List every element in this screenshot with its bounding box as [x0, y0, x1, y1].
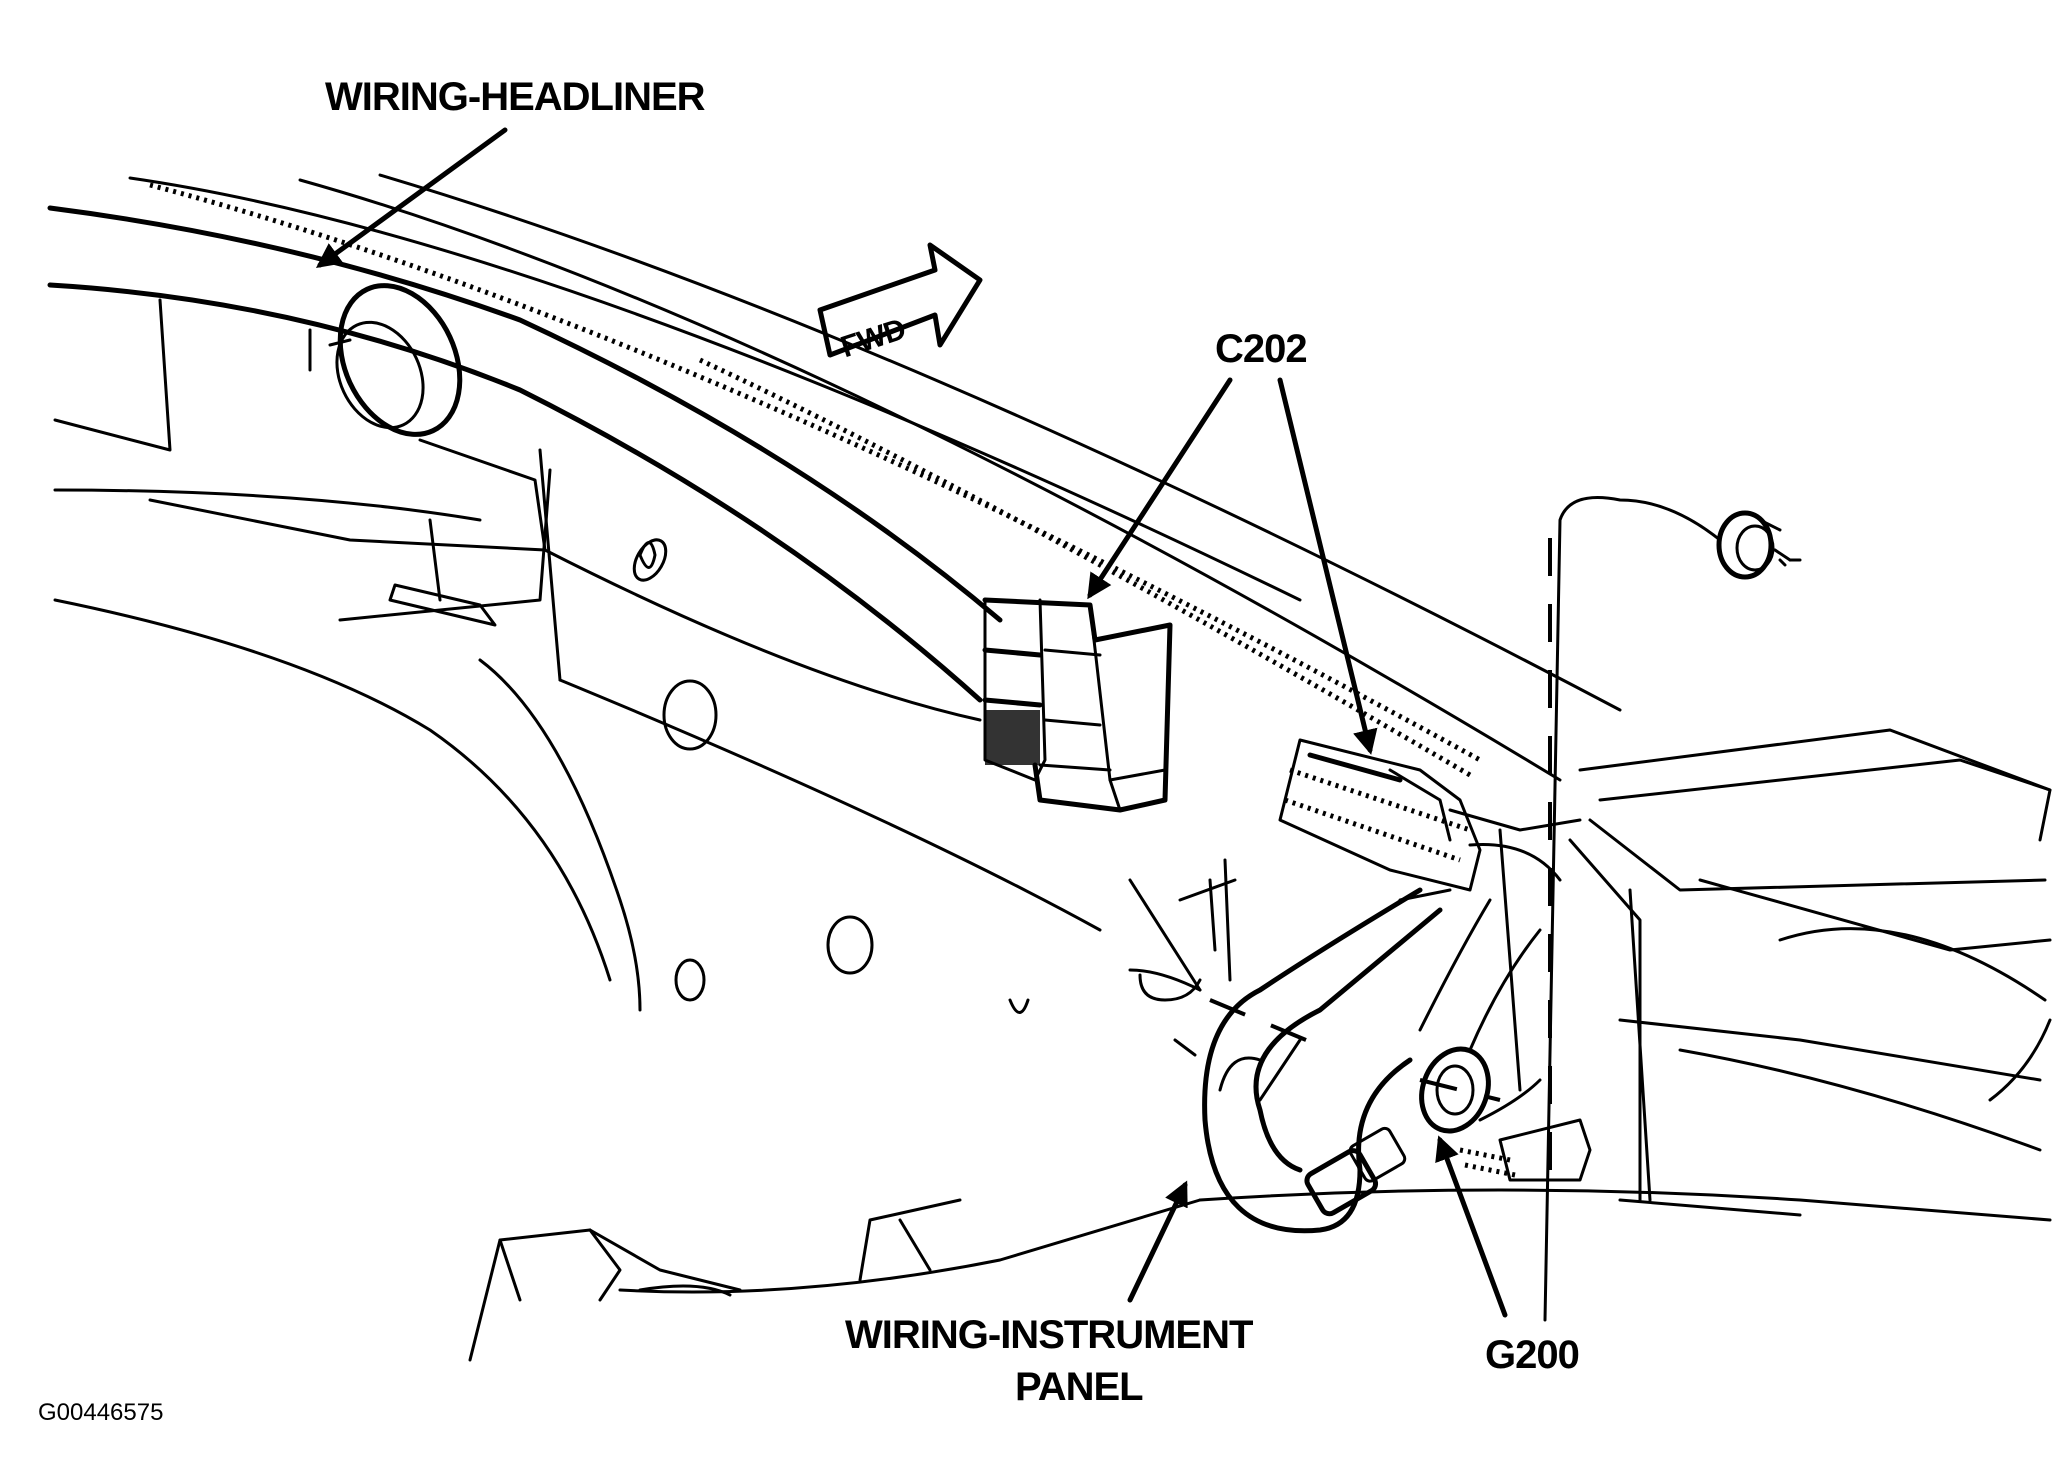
- roof-rail: [128, 173, 1622, 782]
- instrument-panel-harness: [1202, 887, 1542, 1234]
- c202-connector-right: [1278, 738, 1562, 892]
- leader-lines: [315, 127, 1508, 1318]
- wiring-headliner-label: WIRING-HEADLINER: [325, 75, 706, 119]
- body-panel-left: [53, 298, 1102, 1014]
- body-details: [1128, 858, 1302, 1102]
- figure-id: G00446575: [38, 1399, 163, 1426]
- g200-label: G200: [1485, 1333, 1579, 1377]
- g200-ground: [1128, 496, 1802, 1322]
- c202-label: C202: [1215, 327, 1307, 371]
- fwd-label: FWD: [837, 313, 910, 365]
- headliner-harness: [47, 205, 1003, 703]
- lower-sill: [468, 1188, 2052, 1362]
- wiring-instrument-label: WIRING-INSTRUMENT: [845, 1313, 1253, 1357]
- body-panel-right: [1448, 728, 2052, 1217]
- panel-label: PANEL: [1015, 1365, 1143, 1409]
- fwd-arrow: FWD: [817, 242, 983, 365]
- c202-connector-left: [982, 597, 1173, 813]
